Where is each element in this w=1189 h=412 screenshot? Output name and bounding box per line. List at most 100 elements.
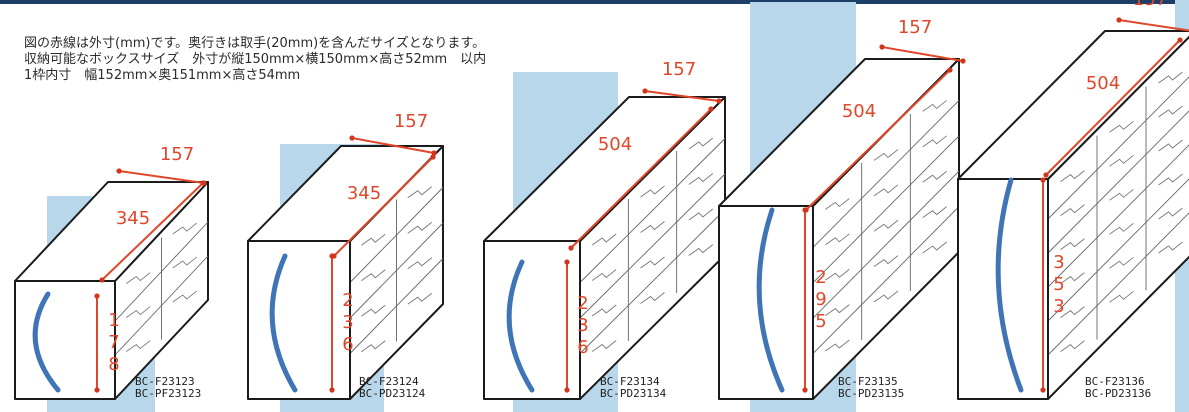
cell-pull-mark — [825, 268, 850, 281]
dimension-endpoint — [1177, 37, 1183, 43]
cell-pull-mark — [125, 340, 151, 352]
cell-pull-mark — [407, 292, 433, 305]
width-label: 157 — [662, 59, 696, 80]
model-number: BC-F23134 — [600, 375, 660, 388]
shelf-line — [812, 206, 960, 354]
cell-pull-mark — [825, 339, 850, 352]
cell-pull-mark — [591, 304, 617, 317]
dimension-endpoint — [708, 106, 714, 112]
shelf-line — [812, 100, 960, 248]
depth-label: 504 — [598, 134, 632, 155]
cell-pull-mark — [1060, 340, 1085, 353]
dimension-endpoint — [564, 259, 570, 265]
dimension-endpoint — [564, 387, 570, 393]
cell-pull-mark — [1060, 170, 1085, 183]
height-digit: 2 — [342, 290, 353, 311]
cell-pull-mark — [873, 219, 899, 232]
cell-pull-mark — [922, 206, 947, 218]
cell-pull-mark — [1060, 272, 1085, 285]
depth-label: 504 — [1086, 73, 1120, 94]
cell-pull-mark — [125, 272, 151, 284]
dimension-endpoint — [430, 154, 436, 160]
cell-pull-mark — [172, 290, 198, 303]
notes: 図の赤線は外寸(mm)です。奥行きは取手(20mm)を含んだサイズとなります。 … — [24, 36, 486, 84]
dimension-endpoint — [1040, 387, 1046, 393]
model-number: BC-PD23134 — [600, 387, 667, 400]
top-bar — [0, 0, 1189, 4]
model-number: BC-PF23123 — [135, 387, 201, 400]
height-digit: 6 — [577, 337, 588, 358]
model-number: BC-F23124 — [359, 375, 419, 388]
cell-pull-mark — [1109, 120, 1134, 133]
height-digit: 5 — [1053, 274, 1064, 295]
shelf-line — [1047, 76, 1189, 220]
dimension-endpoint — [1043, 172, 1049, 178]
cell-pull-mark — [688, 173, 714, 185]
cell-pull-mark — [1158, 173, 1183, 186]
dimension-endpoint — [94, 387, 100, 393]
dimension-line — [333, 156, 434, 257]
width-label: 157 — [898, 17, 932, 38]
cell-pull-mark — [640, 256, 665, 269]
dimension-line — [570, 108, 712, 249]
height-digit: 3 — [1053, 252, 1064, 273]
model-number: BC-PD23136 — [1085, 387, 1151, 400]
cell-pull-mark — [873, 290, 899, 303]
note-line: 図の赤線は外寸(mm)です。奥行きは取手(20mm)を含んだサイズとなります。 — [24, 36, 486, 51]
shelf-line — [1047, 178, 1189, 322]
dimension-endpoint — [1040, 177, 1046, 183]
height-digit: 7 — [108, 332, 119, 353]
cell-pull-mark — [591, 269, 617, 281]
model-number: BC-F23123 — [135, 375, 195, 388]
cell-pull-mark — [1109, 256, 1134, 269]
cell-pull-mark — [360, 304, 386, 317]
height-digit: 6 — [342, 334, 353, 355]
cell-pull-mark — [825, 198, 850, 210]
cell-pull-mark — [125, 306, 151, 318]
cell-pull-mark — [1109, 188, 1134, 201]
note-line: 収納可能なボックスサイズ 外寸が縦150mm×横150mm×高さ52mm 以内 — [24, 52, 487, 67]
cell-pull-mark — [1060, 238, 1085, 251]
dimension-endpoint — [116, 168, 122, 174]
front-panel — [483, 240, 581, 400]
cell-pull-mark — [640, 221, 665, 233]
depth-label: 345 — [116, 208, 150, 229]
cell-pull-mark — [688, 244, 714, 256]
dimension-endpoint — [329, 387, 335, 393]
height-digit: 2 — [577, 293, 588, 314]
cell-pull-mark — [922, 135, 947, 148]
height-digit: 3 — [342, 312, 353, 333]
width-label: 157 — [1133, 0, 1167, 10]
dimension-endpoint — [349, 135, 355, 141]
dimension-line — [881, 46, 964, 62]
handle-icon — [995, 177, 1024, 393]
cell-pull-mark — [873, 184, 899, 197]
cell-pull-mark — [922, 241, 947, 254]
shelf-line — [579, 138, 726, 283]
front-panel — [14, 280, 116, 400]
height-digit: 8 — [108, 354, 119, 375]
cell-pull-mark — [591, 233, 617, 246]
shelf-line — [812, 170, 960, 319]
cell-pull-mark — [922, 170, 947, 183]
handle-icon — [506, 259, 535, 393]
shelf-line — [812, 135, 960, 284]
cell-pull-mark — [1158, 71, 1183, 84]
cell-pull-mark — [1109, 290, 1134, 303]
dimension-endpoint — [200, 180, 206, 186]
shelf-line — [1047, 144, 1189, 288]
dimension-endpoint — [960, 58, 966, 64]
dimension-line — [1118, 19, 1189, 32]
dimension-endpoint — [642, 88, 648, 94]
height-digit: 1 — [108, 310, 119, 331]
handle-icon — [756, 207, 785, 393]
cell-pull-mark — [360, 233, 386, 246]
depth-label: 345 — [347, 183, 381, 204]
cell-pull-mark — [1060, 306, 1085, 319]
cell-pull-mark — [922, 100, 947, 112]
